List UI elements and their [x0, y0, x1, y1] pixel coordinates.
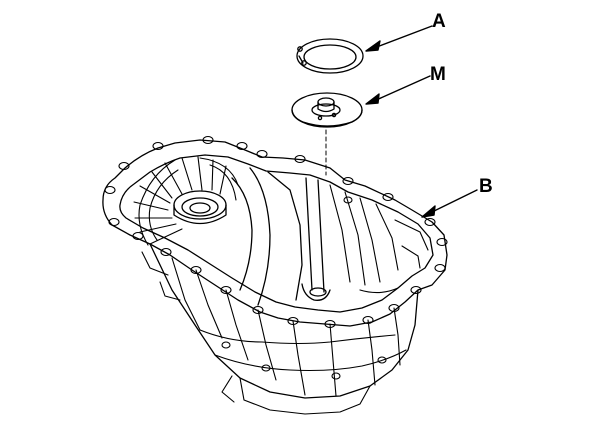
thrust-plate-m [291, 92, 363, 128]
arrow-b-head [421, 205, 436, 218]
center-web [231, 167, 303, 306]
snap-ring-a [296, 38, 364, 74]
lower-body-details [141, 251, 407, 415]
callout-arrows [365, 25, 478, 218]
case-ribs [329, 184, 429, 294]
housing-lower-body [149, 243, 419, 399]
shaft-boss [301, 177, 331, 301]
flange-bolt-holes [104, 135, 448, 329]
transmission-housing-b [102, 135, 448, 415]
arrow-m-head [365, 93, 380, 105]
bearing-bore [173, 190, 227, 225]
arrow-m-line [373, 75, 431, 102]
arrow-a-line [373, 25, 433, 49]
arrow-a-head [365, 40, 381, 52]
arrow-b-line [429, 189, 478, 214]
callout-label-b: B [479, 176, 493, 197]
callout-label-a: A [432, 11, 446, 32]
radial-ribs [133, 156, 239, 246]
callout-label-m: M [430, 64, 446, 85]
